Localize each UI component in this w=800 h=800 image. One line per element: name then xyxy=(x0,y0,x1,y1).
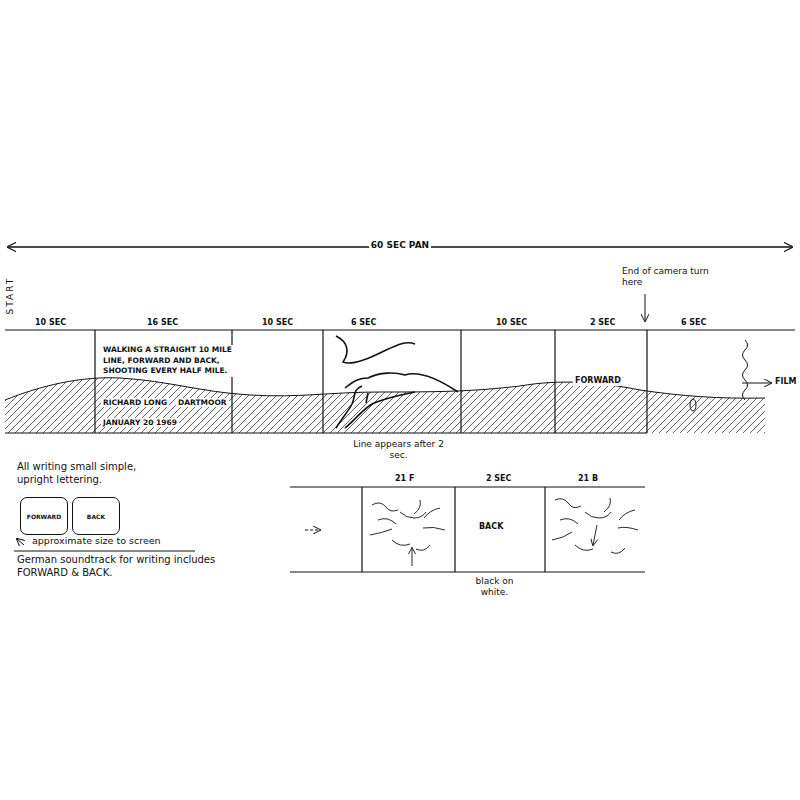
film-frame: 10 SEC xyxy=(232,330,323,433)
note-label: FILM xyxy=(773,377,799,387)
frame-text: BACK xyxy=(477,522,505,532)
film-frame: 6 SEC xyxy=(323,330,461,433)
film-frame: 21 B xyxy=(545,487,645,572)
frame-text: FORWARD xyxy=(27,513,61,520)
note-label: START xyxy=(5,275,16,317)
frame-text: JANUARY 20 1969 xyxy=(101,418,179,427)
note-label: Line appears after 2 sec. xyxy=(344,439,453,462)
frame-text: DARTMOOR xyxy=(176,398,229,407)
frame-duration: 2 SEC xyxy=(588,318,617,328)
note-label: approximate size to screen xyxy=(30,535,163,547)
frame-duration: 10 SEC xyxy=(494,318,529,328)
frame-duration: 2 SEC xyxy=(484,474,513,484)
frame-text: WALKING A STRAIGHT 10 MILE LINE, FORWARD… xyxy=(101,345,235,377)
film-frame: 16 SECWALKING A STRAIGHT 10 MILE LINE, F… xyxy=(95,330,232,433)
film-frame: 10 SEC xyxy=(5,330,95,433)
screen-size-box: BACK xyxy=(72,497,120,535)
frame-duration: 21 F xyxy=(393,474,416,484)
frame-duration: 6 SEC xyxy=(679,318,708,328)
frame-text: FORWARD xyxy=(573,376,623,386)
note-label: 60 SEC PAN xyxy=(369,240,431,251)
frame-duration: 10 SEC xyxy=(260,318,295,328)
film-frame: 10 SEC xyxy=(461,330,555,433)
frame-duration: 21 B xyxy=(576,474,600,484)
film-frame: 2 SECFORWARD xyxy=(555,330,647,433)
screen-size-box: FORWARD xyxy=(20,497,68,535)
note-label: End of camera turn here xyxy=(620,266,729,289)
frame-text: RICHARD LONG xyxy=(101,398,169,407)
note-label: All writing small simple, upright letter… xyxy=(15,461,169,486)
frame-duration: 10 SEC xyxy=(33,318,68,328)
frame-text: BACK xyxy=(87,513,105,520)
note-label: black on white. xyxy=(465,576,524,599)
frame-duration: 16 SEC xyxy=(145,318,180,328)
film-frame: 2 SECBACK xyxy=(455,487,545,572)
frame-duration: 6 SEC xyxy=(349,318,378,328)
note-label: German soundtrack for writing includes F… xyxy=(15,554,259,579)
film-frame: 21 F xyxy=(362,487,455,572)
